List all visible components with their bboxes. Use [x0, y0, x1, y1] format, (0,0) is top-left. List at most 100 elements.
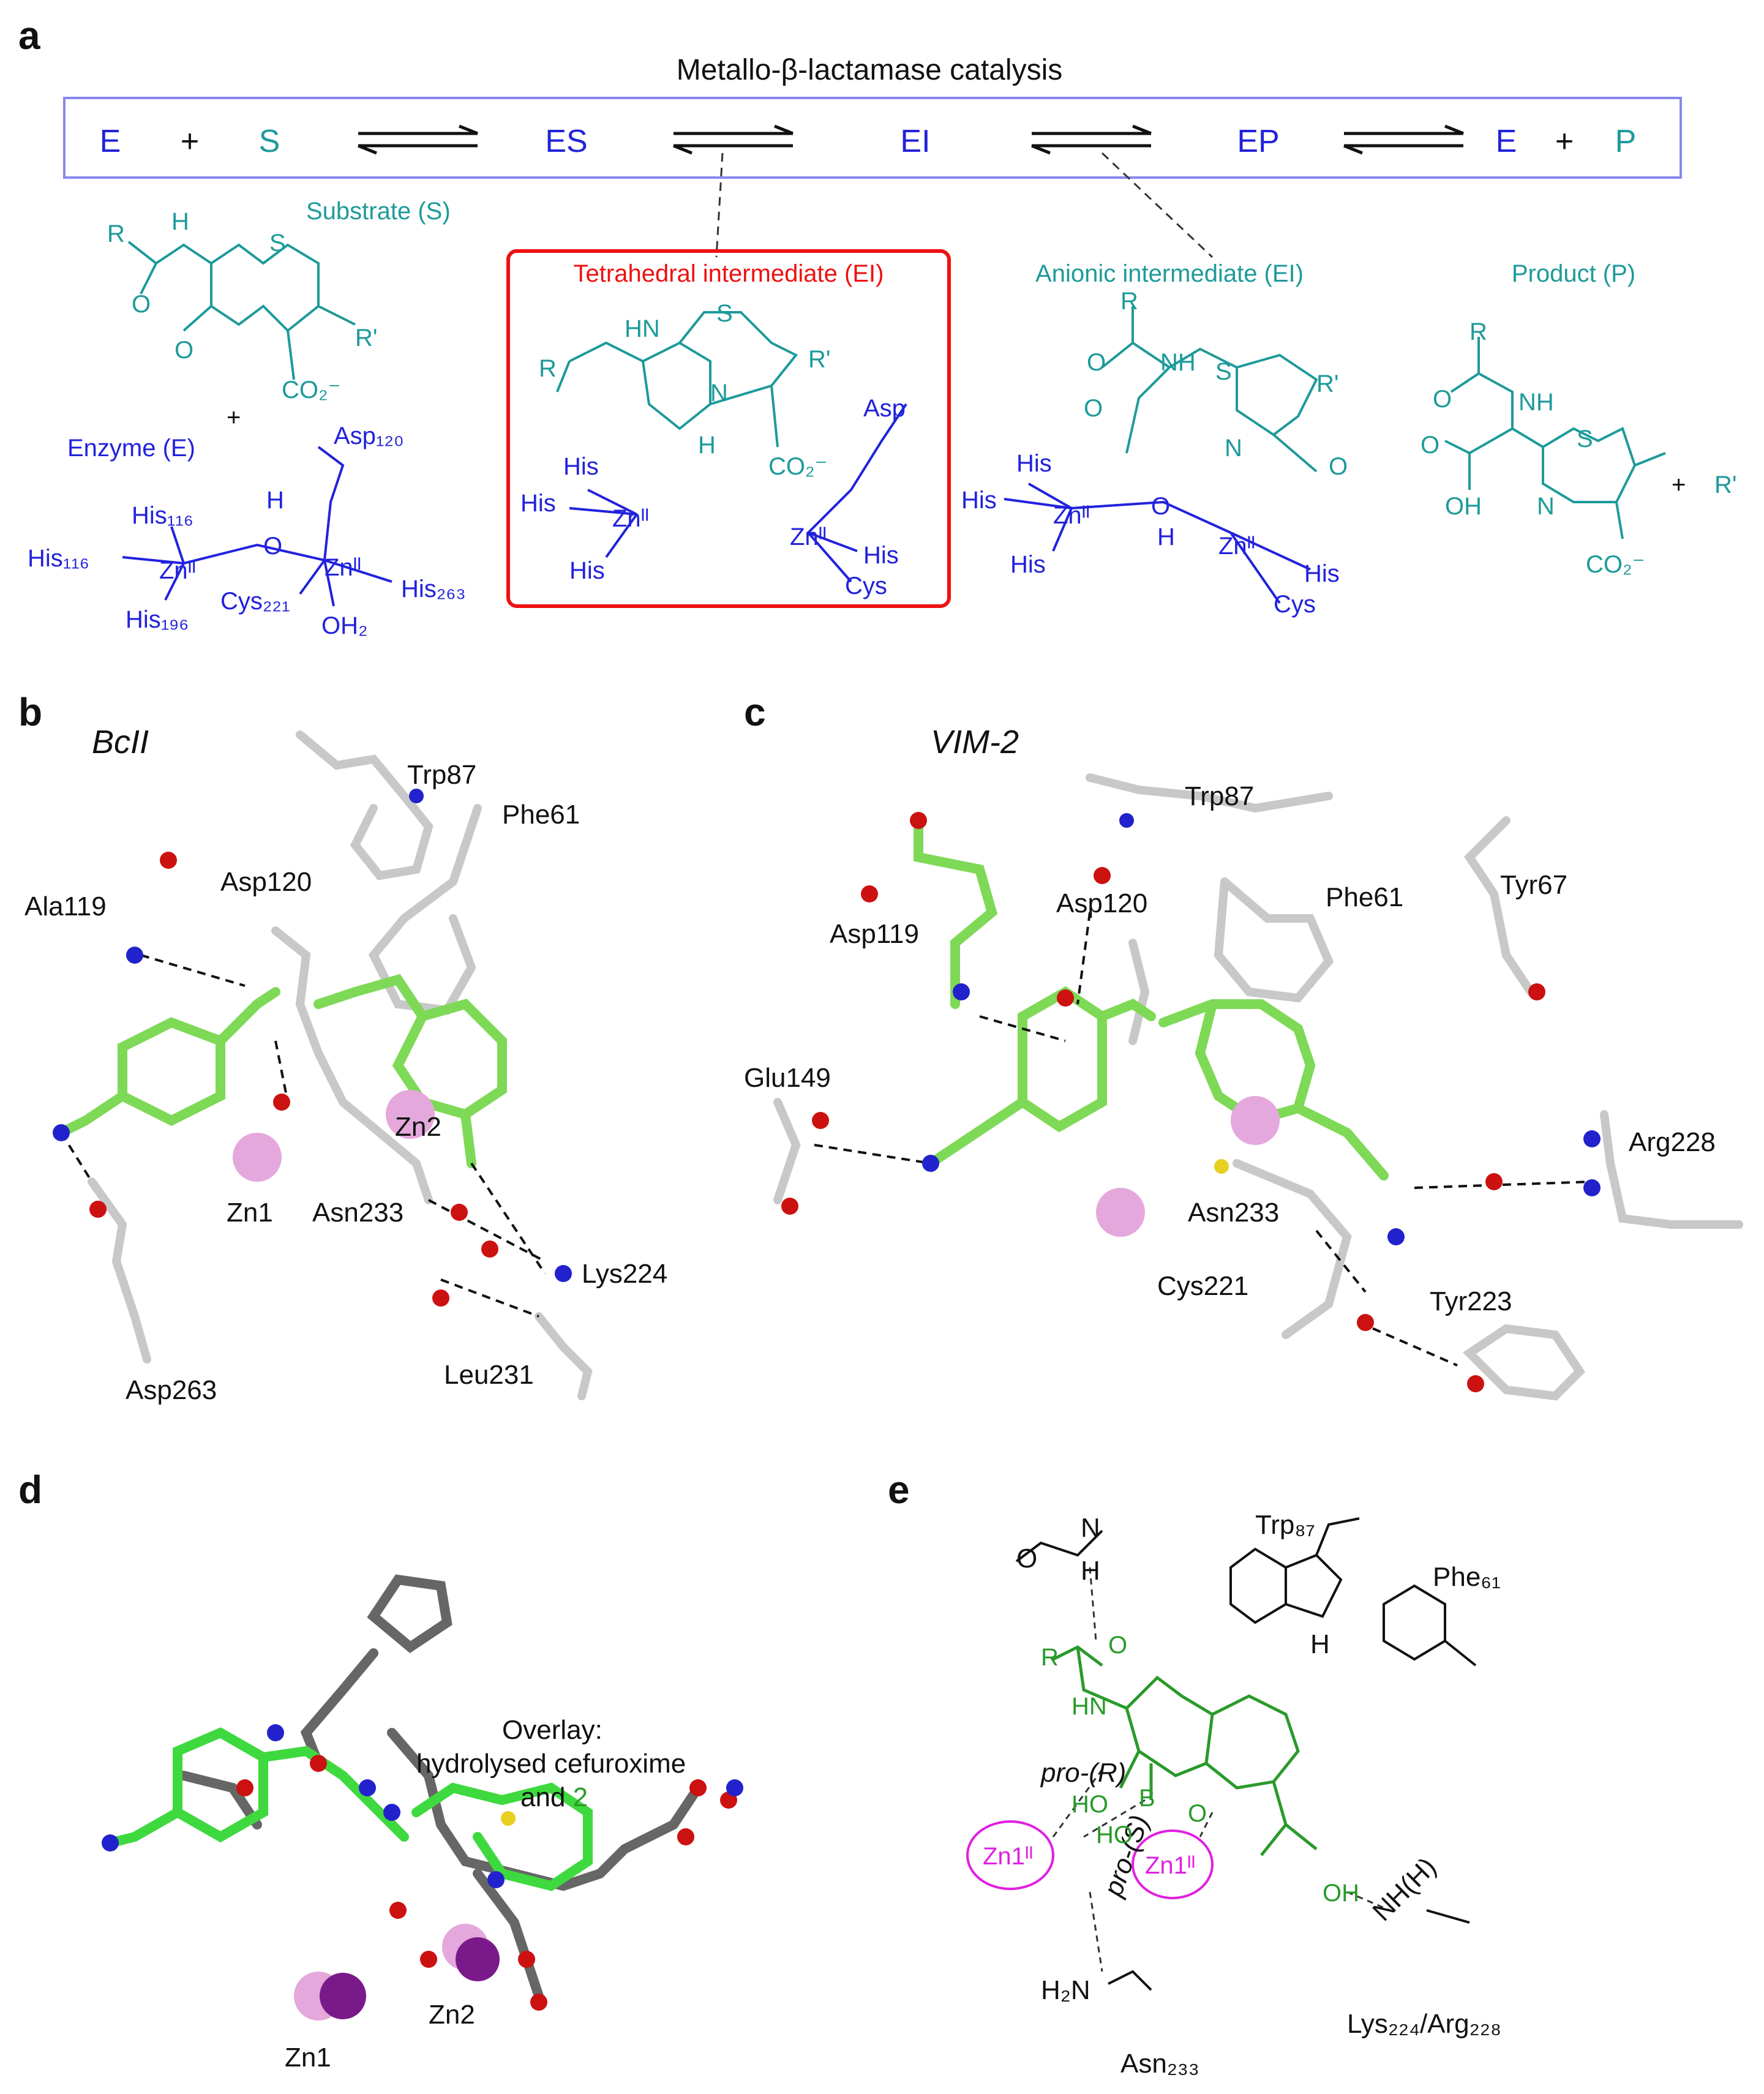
pr-CO2: CO₂⁻	[1586, 551, 1645, 578]
ai-S: S	[1215, 358, 1232, 385]
eq-plus-2: +	[1555, 124, 1574, 159]
e-O-amide: O	[1108, 1632, 1127, 1659]
zn2-sphere-b	[386, 1090, 435, 1139]
b-zn1: Zn1	[227, 1198, 273, 1228]
c-tyr67: Tyr67	[1500, 870, 1567, 900]
pr-S: S	[1577, 426, 1593, 452]
anionic-structure	[1101, 306, 1318, 473]
enzyme-asp120: Asp₁₂₀	[334, 422, 404, 449]
c-asp120: Asp120	[1056, 888, 1147, 918]
e-N-top: N	[1081, 1513, 1100, 1543]
ai-O: O	[1151, 493, 1170, 520]
substrate-label: Substrate (S)	[306, 198, 451, 225]
ti-his-3: His	[569, 557, 605, 584]
panel-c-title: VIM-2	[931, 724, 1019, 760]
panel-d-labels: Overlay: hydrolysed cefuroxime and 2 Zn1…	[285, 1715, 686, 2073]
c-tyr223: Tyr223	[1430, 1286, 1512, 1316]
ti-R: R	[539, 355, 557, 382]
ti-OH: H	[698, 432, 716, 459]
ai-his-3: His	[1010, 551, 1046, 578]
panel-c-labels: Trp87 Phe61 Tyr67 Asp120 Asp119 Glu149 A…	[744, 781, 1716, 1316]
ti-asp: Asp	[863, 395, 906, 422]
substrate-R: R	[107, 220, 125, 247]
ti-zn1: Znᴵᴵ	[612, 505, 649, 532]
tetrahedral-atoms: HN R S R' N H CO₂⁻ Asp His His His Znᴵᴵ …	[520, 300, 906, 599]
panel-label-d: d	[18, 1468, 42, 1512]
enzyme-zn1: Znᴵᴵ	[159, 557, 196, 584]
ti-N: N	[710, 380, 728, 407]
zn1-circle-b	[1132, 1829, 1214, 1899]
c-asp119: Asp119	[830, 919, 919, 949]
pr-NH: NH	[1518, 389, 1554, 416]
substrate-O2: O	[175, 337, 193, 364]
e-H-indole: H	[1310, 1629, 1330, 1659]
eq-EI: EI	[900, 124, 930, 159]
ai-O3: O	[1329, 453, 1348, 480]
e-H-top: H	[1081, 1556, 1100, 1586]
substrate-S: S	[269, 230, 286, 257]
product-structure	[1444, 337, 1666, 539]
scheme-title: Metallo-β-lactamase catalysis	[677, 54, 1062, 86]
e-boron: B	[1139, 1785, 1155, 1812]
eq-P: P	[1615, 124, 1637, 159]
substrate-O: O	[132, 291, 151, 318]
b-trp87: Trp87	[407, 760, 476, 790]
zn1b-sphere-d	[320, 1973, 366, 2019]
zn1-sphere-b	[233, 1133, 282, 1182]
substrate-structure	[127, 241, 356, 380]
ti-his-1: His	[563, 453, 599, 480]
panel-label-c: c	[744, 690, 766, 734]
tetrahedral-zinc-bonds	[569, 403, 907, 583]
enzyme-structure	[122, 446, 392, 607]
e-zn1-a: Zn1ᴵᴵ	[983, 1843, 1033, 1870]
c-asn233: Asn233	[1188, 1198, 1279, 1228]
anionic-atoms: R O NH S R' O N O His His His Znᴵᴵ O H Z…	[961, 288, 1348, 618]
e-zn1-b: Zn1ᴵᴵ	[1145, 1852, 1195, 1879]
c-arg228: Arg228	[1629, 1127, 1716, 1157]
enzyme-his263: His₂₆₃	[401, 576, 466, 602]
ai-zn1: Znᴵᴵ	[1053, 502, 1090, 529]
tetrahedral-label: Tetrahedral intermediate (EI)	[574, 260, 884, 287]
ai-R: R	[1120, 288, 1138, 315]
zn1-circle-a	[966, 1820, 1054, 1890]
pr-O2: O	[1421, 432, 1439, 459]
tetrahedral-structure	[556, 311, 798, 448]
enzyme-his116-a: His₁₁₆	[132, 502, 193, 529]
ti-CO2: CO₂⁻	[768, 453, 828, 480]
eq-E2: E	[1496, 124, 1517, 159]
b-zn2: Zn2	[395, 1112, 441, 1142]
ti-S: S	[716, 300, 733, 327]
ai-his-1: His	[1016, 450, 1052, 477]
ai-Rp: R'	[1316, 370, 1339, 397]
d-overlay-2: hydrolysed cefuroxime	[416, 1749, 686, 1779]
pr-O1: O	[1433, 386, 1452, 413]
b-ala119: Ala119	[24, 891, 107, 921]
anionic-zinc-bonds	[1004, 482, 1311, 604]
panel-b-title: BcII	[92, 724, 149, 760]
zn-sphere-c1	[1231, 1096, 1280, 1145]
enzyme-his196: His₁₉₆	[126, 606, 189, 633]
e-pro-r: pro-(R)	[1040, 1758, 1126, 1788]
ai-cys: Cys	[1274, 591, 1316, 618]
panel-c-structure	[773, 773, 1743, 1401]
product-label: Product (P)	[1512, 260, 1635, 287]
ai-N: N	[1225, 435, 1242, 462]
e-h2n: H₂N	[1041, 1975, 1090, 2005]
equation-box	[63, 97, 1682, 179]
panel-b-labels: Trp87 Phe61 Asp120 Ala119 Zn2 Zn1 Asn233…	[24, 760, 667, 1405]
ai-O2: O	[1084, 395, 1103, 422]
e-nhh: NH(H)	[1367, 1852, 1442, 1927]
panel-b-structure	[53, 730, 593, 1400]
panel-label-a: a	[18, 13, 40, 58]
ti-zn2: Znᴵᴵ	[790, 524, 827, 550]
e-OH-acid: OH	[1323, 1880, 1359, 1907]
ti-his-4: His	[863, 542, 899, 569]
connector-lines	[715, 152, 1214, 258]
product-atoms: R O NH O S OH N CO₂⁻ + R'	[1421, 318, 1737, 578]
eq-plus-1: +	[181, 124, 199, 159]
enzyme-bridge-H: H	[266, 487, 284, 514]
c-trp87: Trp87	[1185, 781, 1254, 811]
e-ring-o: O	[1188, 1800, 1207, 1827]
enzyme-oh2: OH₂	[321, 612, 368, 639]
enzyme-atoms: Asp₁₂₀ His₁₁₆ His₁₁₆ His₁₉₆ Cys₂₂₁ His₂₆…	[28, 422, 466, 639]
